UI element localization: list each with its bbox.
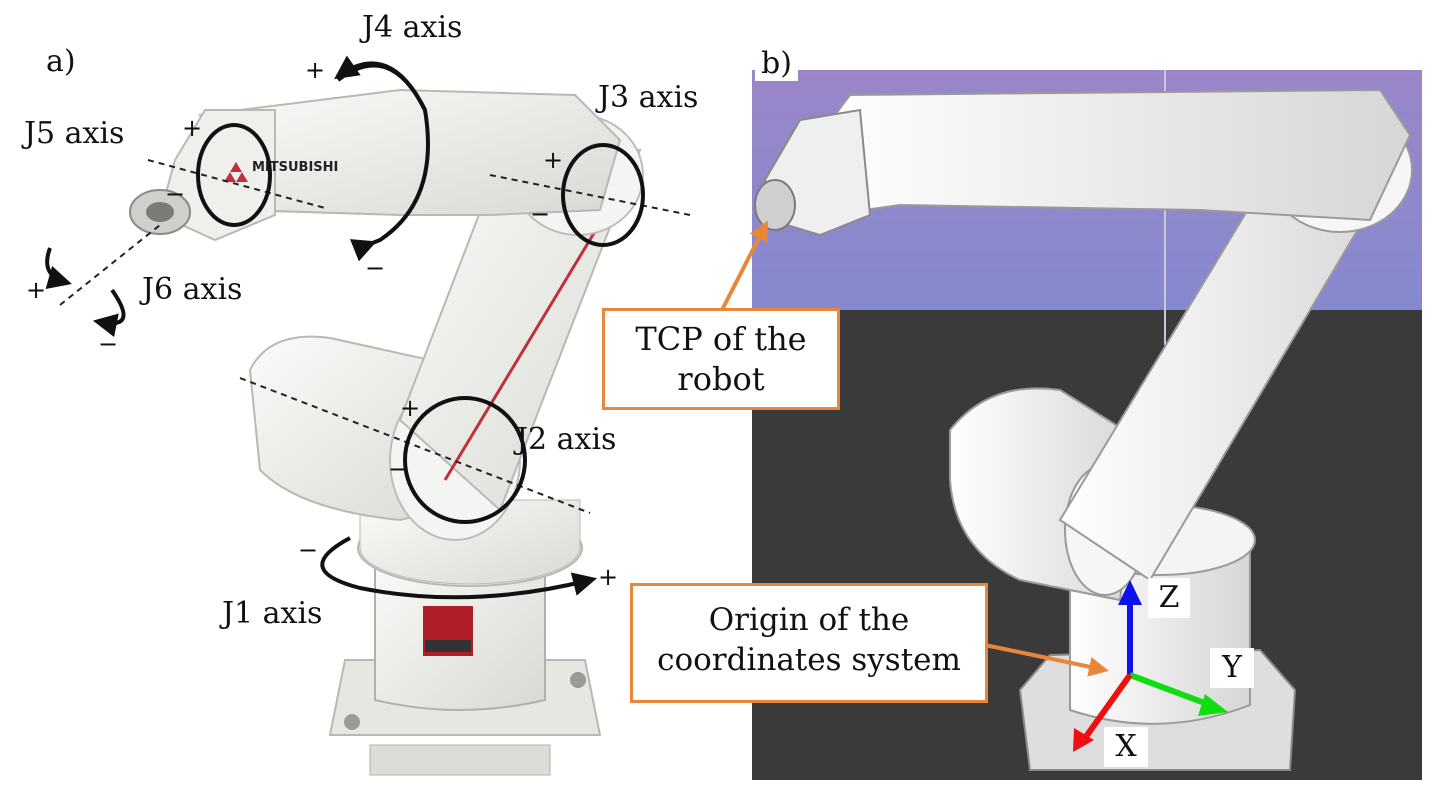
x-axis-label: X — [1104, 727, 1148, 767]
origin-callout-line-2: coordinates system — [657, 642, 961, 678]
tcp-callout: TCP of the robot — [602, 308, 840, 410]
j5-minus-sign: − — [165, 180, 186, 208]
rotation-arrows — [45, 55, 645, 600]
joint-axis-lines — [59, 159, 691, 514]
j4-plus-sign: + — [305, 56, 326, 84]
j6-plus-sign: + — [26, 276, 47, 304]
panel-b-letter: b) — [755, 46, 798, 81]
j1-minus-sign: − — [298, 536, 319, 564]
panel-a-robot — [129, 88, 644, 776]
j2-plus-sign: + — [400, 394, 421, 422]
j6-minus-sign: − — [98, 330, 119, 358]
j1-axis-label: J1 axis — [222, 596, 323, 631]
y-axis-label: Y — [1210, 648, 1254, 688]
j2-minus-sign: − — [388, 455, 409, 483]
origin-callout: Origin of the coordinates system — [630, 583, 988, 703]
panel-b-robot — [754, 88, 1413, 771]
j5-plus-sign: + — [182, 114, 203, 142]
j5-axis-label: J5 axis — [24, 116, 125, 151]
j3-axis-label: J3 axis — [598, 80, 699, 115]
panel-a-letter: a) — [46, 44, 76, 79]
j4-minus-sign: − — [365, 254, 386, 282]
j1-plus-sign: + — [598, 563, 619, 591]
j4-axis-label: J4 axis — [362, 10, 463, 45]
j2-axis-label: J2 axis — [516, 422, 617, 457]
origin-callout-line-1: Origin of the — [708, 602, 910, 638]
tcp-callout-line-1: TCP of the — [635, 320, 807, 358]
j6-axis-label: J6 axis — [142, 272, 243, 307]
tcp-callout-line-2: robot — [677, 360, 765, 398]
coordinate-frame — [1073, 580, 1228, 752]
callout-arrows — [720, 220, 1109, 677]
manufacturer-logo-text: MITSUBISHI — [252, 160, 339, 175]
j3-plus-sign: + — [543, 146, 564, 174]
j3-minus-sign: − — [530, 200, 551, 228]
z-axis-label: Z — [1148, 578, 1190, 618]
